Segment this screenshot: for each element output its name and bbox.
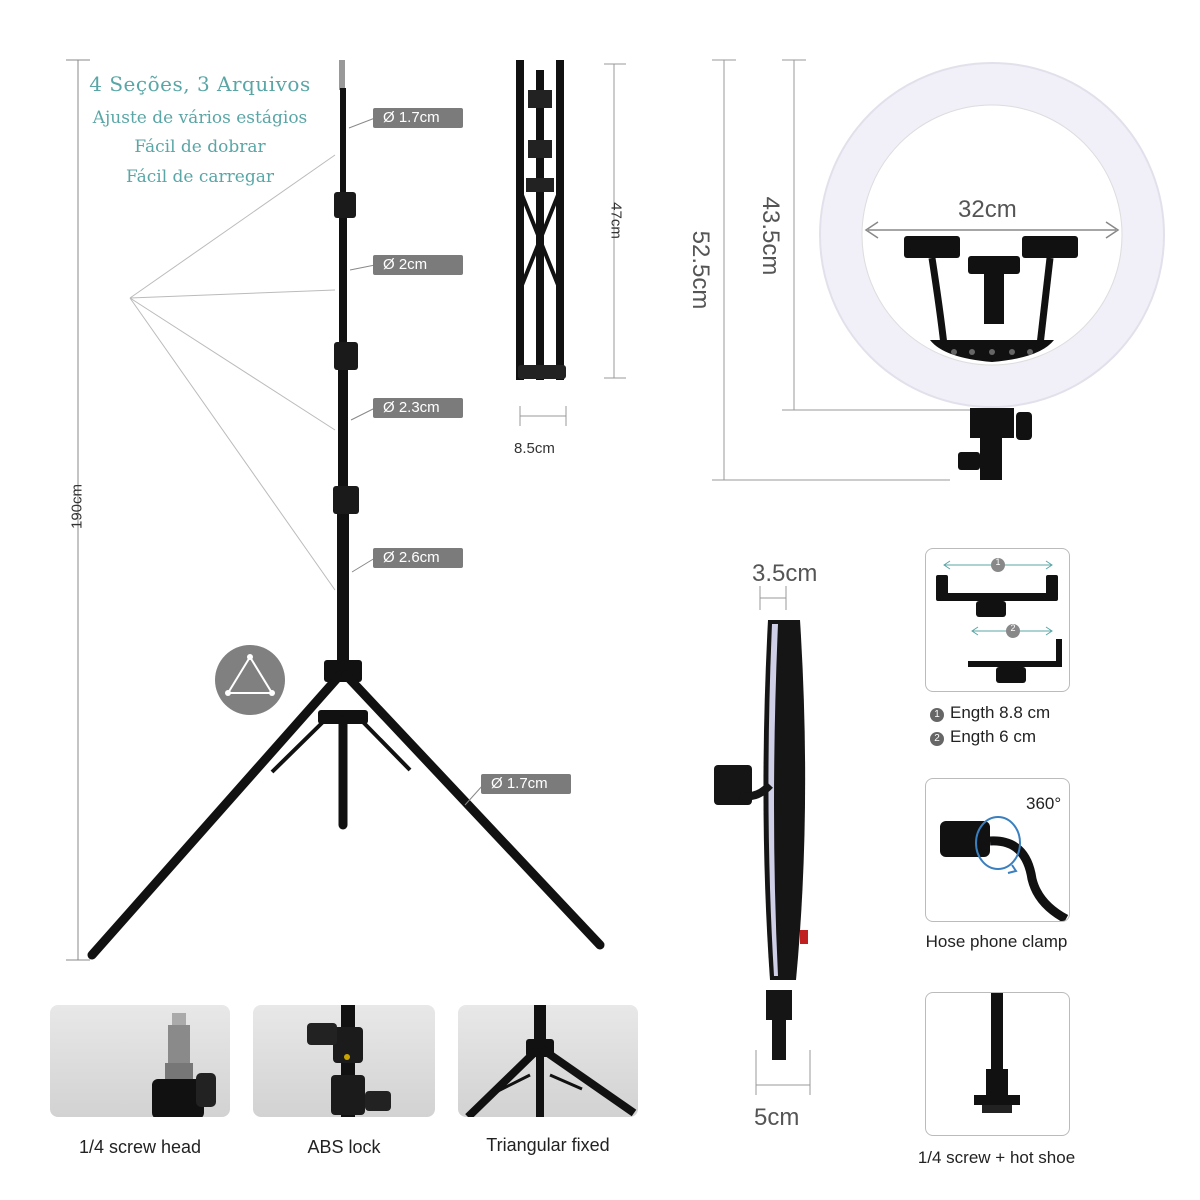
- thumb-screw-head: [50, 1005, 230, 1117]
- folded-stand-diagram: [516, 60, 626, 426]
- stand-height-label: 190cm: [68, 483, 86, 530]
- diameter-tag-top: Ø 1.7cm: [373, 108, 463, 128]
- diameter-tag-2: Ø 2cm: [373, 255, 463, 275]
- ring-light-front-diagram: [712, 59, 1165, 481]
- hot-shoe-box: [925, 992, 1070, 1136]
- clamp-legend-1: 1 Ength 8.8 cm: [930, 703, 1050, 723]
- clamp-legend-2-text: Ength 6 cm: [950, 727, 1036, 746]
- legend-number-1: 1: [930, 708, 944, 722]
- hot-shoe-icon: [974, 993, 1020, 1113]
- intro-line-adjust: Ajuste de vários estágios: [92, 108, 308, 128]
- caption-hose-clamp: Hose phone clamp: [925, 932, 1068, 951]
- tripod-stand-diagram: [66, 59, 605, 961]
- hose-clamp-box: 360°: [925, 778, 1070, 922]
- side-thickness-bottom-label: 5cm: [754, 1104, 800, 1131]
- diameter-tag-3: Ø 2.3cm: [373, 398, 463, 418]
- folded-height-label: 47cm: [607, 202, 625, 239]
- intro-line-fold: Fácil de dobrar: [134, 137, 266, 157]
- ring-total-height-label: 52.5cm: [687, 230, 714, 310]
- diameter-tag-4: Ø 2.6cm: [373, 548, 463, 568]
- ring-inner-diameter-label: 32cm: [958, 196, 1017, 223]
- clamp-marker-1: 1: [995, 557, 1001, 567]
- caption-abs-lock: ABS lock: [307, 1137, 381, 1157]
- ring-height-label: 43.5cm: [757, 196, 784, 276]
- caption-triangular: Triangular fixed: [486, 1135, 610, 1155]
- legend-number-2: 2: [930, 732, 944, 746]
- caption-screw-head: 1/4 screw head: [78, 1137, 202, 1157]
- rotation-label: 360°: [1026, 794, 1062, 813]
- caption-hot-shoe: 1/4 screw + hot shoe: [917, 1148, 1076, 1167]
- clamp-size-box: 1 2: [925, 548, 1070, 692]
- screw-head-icon: [152, 1013, 216, 1117]
- diameter-tag-leg: Ø 1.7cm: [481, 774, 571, 794]
- thumb-abs-lock: [253, 1005, 435, 1117]
- thumb-triangular: [458, 1005, 638, 1117]
- clamp-marker-2: 2: [1010, 623, 1016, 633]
- hose-clamp-icon: [940, 816, 1069, 921]
- intro-title: 4 Seções, 3 Arquivos: [89, 72, 311, 96]
- folded-width-label: 8.5cm: [514, 440, 555, 457]
- ring-light-side-diagram: [714, 586, 811, 1095]
- abs-lock-icon: [307, 1005, 391, 1117]
- clamp-legend-2: 2 Ength 6 cm: [930, 727, 1036, 747]
- intro-line-carry: Fácil de carregar: [125, 167, 275, 187]
- side-thickness-top-label: 3.5cm: [752, 560, 818, 587]
- phone-clamp-icon: [936, 558, 1062, 683]
- triangular-base-icon: [465, 1005, 637, 1117]
- clamp-legend-1-text: Ength 8.8 cm: [950, 703, 1051, 722]
